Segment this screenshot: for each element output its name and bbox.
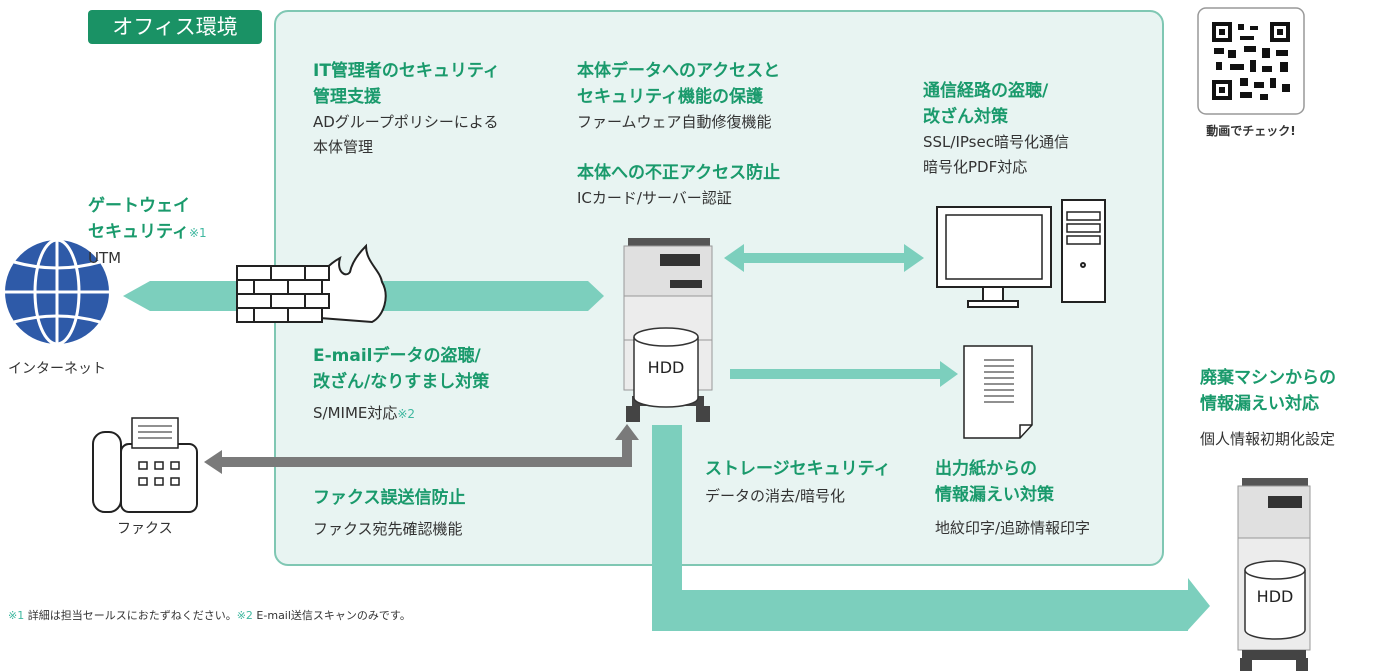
hdd-main-label: HDD [648, 358, 685, 377]
note-mark-2: ※2 [397, 407, 416, 421]
disposal-heading-2: 情報漏えい対応 [1200, 394, 1319, 414]
fax-device-label: ファクス [117, 521, 173, 537]
internet-label: インターネット [8, 361, 106, 377]
comm-path-body-1: SSL/IPsec暗号化通信 [923, 133, 1069, 151]
fax-heading: ファクス誤送信防止 [313, 488, 466, 508]
fax-arrow [204, 424, 639, 474]
footnote: ※1 詳細は担当セールスにおたずねください。※2 E-mail送信スキャンのみで… [8, 607, 411, 623]
output-arrow [730, 361, 958, 387]
qr-caption: 動画でチェック! [1206, 124, 1296, 138]
email-heading-2: 改ざん/なりすまし対策 [313, 372, 490, 392]
it-admin-heading-1: IT管理者のセキュリティ [313, 61, 500, 81]
comm-path-heading-1: 通信経路の盗聴/ [923, 81, 1049, 101]
storage-body: データの消去/暗号化 [705, 487, 846, 505]
fax-block: ファクス誤送信防止 ファクス宛先確認機能 [313, 485, 466, 542]
it-admin-block: IT管理者のセキュリティ 管理支援 ADグループポリシーによる 本体管理 [313, 58, 500, 160]
comm-path-block: 通信経路の盗聴/ 改ざん対策 SSL/IPsec暗号化通信 暗号化PDF対応 [923, 78, 1069, 180]
gateway-body: UTM [88, 249, 122, 267]
disposal-body: 個人情報初期化設定 [1200, 430, 1336, 448]
it-admin-body-1: ADグループポリシーによる [313, 113, 499, 131]
gateway-block: ゲートウェイ セキュリティ※1 UTM [88, 193, 207, 271]
globe-icon [5, 238, 109, 346]
footnote-text-2: E-mail送信スキャンのみです。 [252, 609, 411, 622]
output-block: 出力紙からの 情報漏えい対策 地紋印字/追跡情報印字 [935, 456, 1090, 541]
email-body: S/MIME対応※2 [313, 404, 416, 422]
qr-code-icon [1197, 7, 1305, 115]
hdd-disposal-icon [1244, 560, 1306, 640]
hdd-disposal-label: HDD [1257, 587, 1294, 606]
document-icon [963, 345, 1033, 439]
footnote-mark-2: ※2 [236, 609, 253, 622]
output-body: 地紋印字/追跡情報印字 [935, 519, 1091, 537]
computer-icon [936, 199, 1106, 308]
gateway-heading-1: ゲートウェイ [88, 196, 190, 216]
access-protect-block: 本体データへのアクセスと セキュリティ機能の保護 ファームウェア自動修復機能 [577, 58, 780, 135]
it-admin-heading-2: 管理支援 [313, 87, 381, 107]
fax-icon [92, 417, 198, 513]
it-admin-body-2: 本体管理 [313, 138, 374, 156]
access-protect-heading-1: 本体データへのアクセスと [577, 61, 781, 81]
unauthorized-heading: 本体への不正アクセス防止 [577, 163, 781, 183]
storage-block: ストレージセキュリティ データの消去/暗号化 [705, 456, 891, 509]
comm-path-heading-2: 改ざん対策 [923, 107, 1008, 127]
email-heading-1: E-mailデータの盗聴/ [313, 346, 481, 366]
unauthorized-block: 本体への不正アクセス防止 ICカード/サーバー認証 [577, 160, 780, 211]
disposal-arrow [652, 425, 1210, 631]
firewall-icon [236, 243, 387, 324]
disposal-heading-1: 廃棄マシンからの [1200, 368, 1336, 388]
output-heading-1: 出力紙からの [935, 459, 1037, 479]
unauthorized-body: ICカード/サーバー認証 [577, 189, 732, 207]
storage-heading: ストレージセキュリティ [705, 459, 891, 479]
note-mark-1: ※1 [188, 226, 207, 240]
footnote-mark-1: ※1 [8, 609, 25, 622]
email-block: E-mailデータの盗聴/ 改ざん/なりすまし対策 S/MIME対応※2 [313, 343, 489, 427]
office-environment-label: オフィス環境 [88, 10, 262, 44]
hdd-main-icon [633, 327, 699, 408]
fax-body: ファクス宛先確認機能 [313, 520, 463, 538]
access-protect-heading-2: セキュリティ機能の保護 [577, 87, 763, 107]
comm-path-body-2: 暗号化PDF対応 [923, 158, 1028, 176]
access-protect-body: ファームウェア自動修復機能 [577, 113, 772, 131]
output-heading-2: 情報漏えい対策 [935, 485, 1054, 505]
footnote-text-1: 詳細は担当セールスにおたずねください。 [24, 609, 237, 622]
comm-arrow [724, 244, 924, 272]
disposal-block: 廃棄マシンからの 情報漏えい対応 個人情報初期化設定 [1200, 365, 1336, 452]
gateway-heading-2: セキュリティ※1 [88, 222, 207, 242]
